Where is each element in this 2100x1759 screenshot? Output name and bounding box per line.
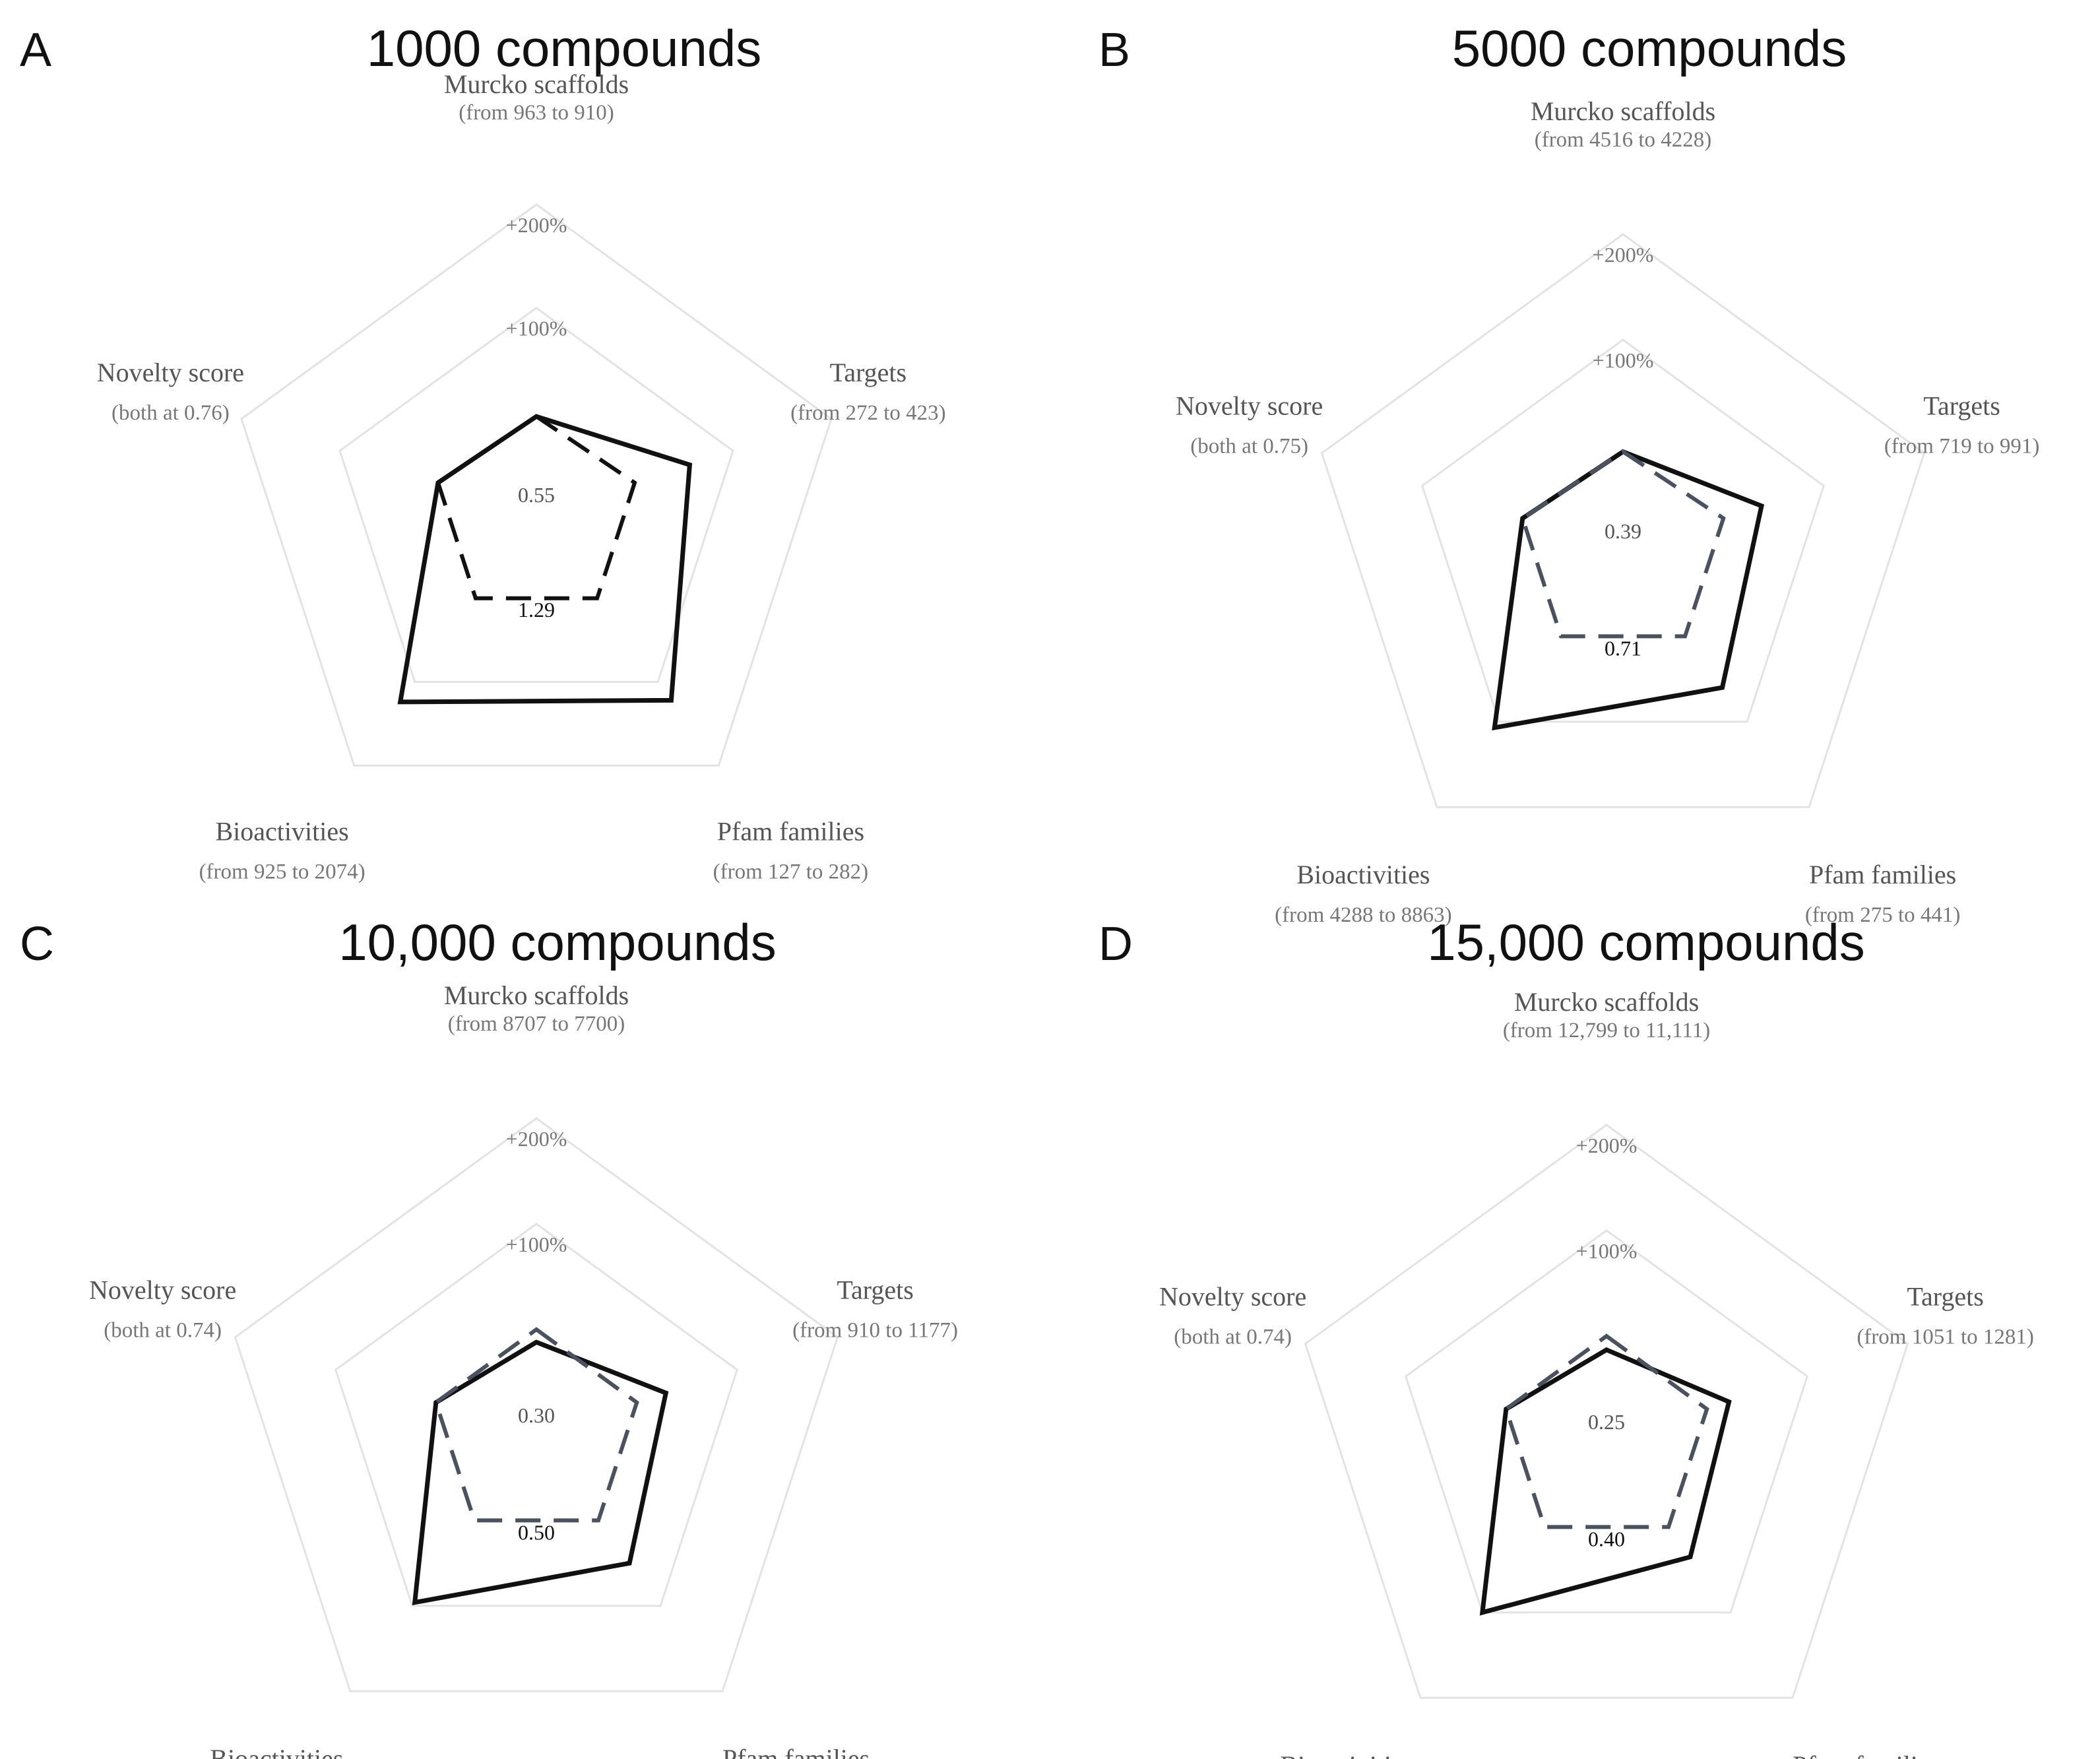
series-solid-polygon xyxy=(397,414,693,705)
axis-name: Targets xyxy=(837,1275,913,1305)
axis-name: Bioactivities xyxy=(210,1744,343,1759)
series-dashed-polygon xyxy=(435,414,637,600)
axis-subtitle: (from 1051 to 1281) xyxy=(1857,1326,2034,1349)
axis-name: Pfam families xyxy=(722,1744,870,1759)
panel-title: 15,000 compounds xyxy=(1427,913,1865,971)
axis-subtitle: (from 719 to 991) xyxy=(1884,435,2040,459)
radar-panel-b: B 5000 compounds +100% +200% 0.71 0.39 Murcko … xyxy=(1098,19,2039,927)
axis-name: Pfam families xyxy=(1809,860,1956,889)
axis-name: Bioactivities xyxy=(1280,1750,1413,1759)
axis-subtitle: (from 272 to 423) xyxy=(790,401,946,425)
series-dashed-value-label: 0.55 xyxy=(518,483,555,507)
axis-name: Novelty score xyxy=(89,1275,236,1305)
series-solid-value-label: 1.29 xyxy=(518,598,555,622)
axis-name: Pfam families xyxy=(1793,1750,1940,1759)
ring-label: +100% xyxy=(1576,1239,1638,1263)
series-solid-value-label: 0.40 xyxy=(1588,1527,1625,1551)
axis-name: Bioactivities xyxy=(216,817,349,847)
panel-title: 5000 compounds xyxy=(1452,19,1847,77)
panel-letter: D xyxy=(1098,918,1133,971)
ring-label: +200% xyxy=(1576,1134,1638,1157)
ring-label: +200% xyxy=(506,1127,567,1151)
axis-subtitle: (from 8707 to 7700) xyxy=(448,1012,625,1036)
series-solid-polygon xyxy=(1492,449,1765,731)
axis-name: Targets xyxy=(1923,391,2000,421)
grid-ring xyxy=(1320,233,1926,808)
panel-title: 1000 compounds xyxy=(367,19,761,77)
grid-ring xyxy=(1304,1124,1909,1699)
axis-subtitle: (from 127 to 282) xyxy=(713,860,869,884)
axis-subtitle: (from 275 to 441) xyxy=(1805,903,1961,927)
axis-name: Novelty score xyxy=(1159,1282,1306,1312)
axis-name: Bioactivities xyxy=(1296,860,1430,889)
axis-subtitle: (both at 0.75) xyxy=(1190,435,1308,459)
series-dashed-polygon xyxy=(1520,449,1726,639)
axis-subtitle: (both at 0.74) xyxy=(104,1319,222,1343)
panel-letter: A xyxy=(20,24,51,77)
axis-subtitle: (both at 0.76) xyxy=(111,401,230,425)
ring-label: +100% xyxy=(1593,348,1654,372)
series-solid-polygon xyxy=(412,1339,669,1605)
axis-subtitle: (both at 0.74) xyxy=(1174,1326,1292,1349)
series-dashed-value-label: 0.25 xyxy=(1588,1410,1625,1434)
axis-name: Murcko scaffolds xyxy=(1531,96,1715,126)
series-dashed-polygon xyxy=(433,1327,639,1523)
panel-title: 10,000 compounds xyxy=(338,913,777,971)
series-dashed-polygon xyxy=(1504,1333,1709,1529)
ring-label: +200% xyxy=(1593,243,1654,267)
grid-ring xyxy=(1420,338,1826,723)
series-solid-value-label: 0.71 xyxy=(1605,636,1641,660)
grid-ring xyxy=(240,203,833,767)
axis-name: Murcko scaffolds xyxy=(1514,987,1699,1017)
axis-name: Pfam families xyxy=(717,817,864,847)
axis-subtitle: (from 910 to 1177) xyxy=(792,1319,958,1343)
grid-ring xyxy=(334,1223,739,1607)
radar-panel-c: C 10,000 compounds +100% +200% 0.50 0.30 Murck… xyxy=(20,913,958,1759)
axis-name: Novelty score xyxy=(97,358,244,387)
radar-panel-a: A 1000 compounds +100% +200% 1.29 0.55 Murcko … xyxy=(20,19,946,884)
axis-name: Targets xyxy=(1907,1282,1983,1312)
ring-label: +200% xyxy=(506,213,567,237)
grid-ring xyxy=(1404,1229,1809,1614)
series-dashed-value-label: 0.39 xyxy=(1605,519,1641,543)
axis-name: Targets xyxy=(830,358,907,387)
series-solid-value-label: 0.50 xyxy=(518,1520,555,1544)
axis-subtitle: (from 963 to 910) xyxy=(459,101,614,125)
grid-ring xyxy=(234,1117,839,1692)
series-dashed-value-label: 0.30 xyxy=(518,1403,555,1427)
series-solid-polygon xyxy=(1479,1347,1732,1616)
axis-subtitle: (from 12,799 to 11,111) xyxy=(1503,1019,1710,1042)
axis-subtitle: (from 925 to 2074) xyxy=(199,860,366,884)
axis-subtitle: (from 4288 to 8863) xyxy=(1275,903,1452,927)
axis-name: Murcko scaffolds xyxy=(444,69,629,99)
ring-label: +100% xyxy=(506,1232,567,1256)
radar-panel-d: D 15,000 compounds +100% +200% 0.40 0.25 Murck… xyxy=(1098,913,2034,1759)
axis-name: Novelty score xyxy=(1176,391,1323,421)
axis-subtitle: (from 4516 to 4228) xyxy=(1535,128,1712,152)
panel-letter: C xyxy=(20,918,54,971)
axis-name: Murcko scaffolds xyxy=(444,980,629,1010)
ring-label: +100% xyxy=(506,317,567,340)
grid-ring xyxy=(338,306,734,683)
panel-letter: B xyxy=(1098,24,1130,77)
